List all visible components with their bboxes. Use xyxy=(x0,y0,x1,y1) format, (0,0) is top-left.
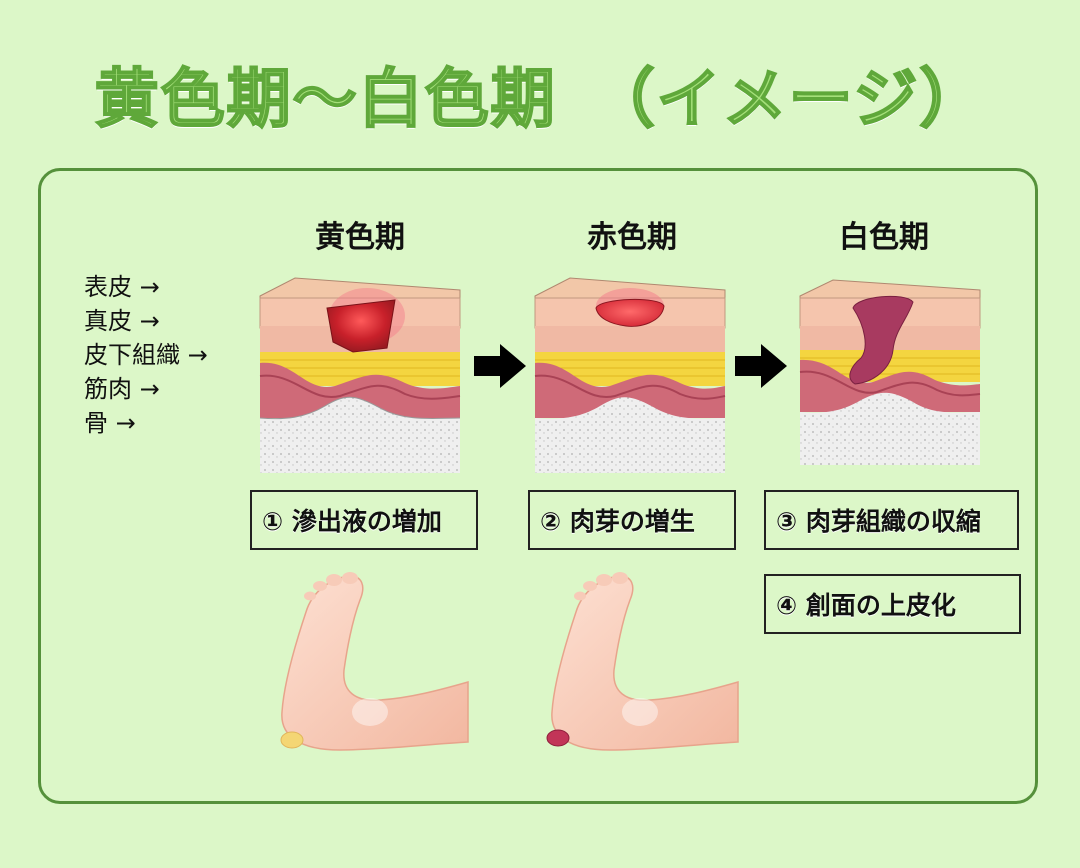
layer-labels: 表皮 → 真皮 → 皮下組織 → 筋肉 → 骨 → xyxy=(84,270,208,440)
stage-title-white: 白色期 xyxy=(839,220,929,255)
right-arrow-icon xyxy=(474,344,526,388)
layer-label-epidermis: 表皮 → xyxy=(84,273,160,301)
layer-label-muscle: 筋肉 → xyxy=(84,375,160,403)
step-box-exudate-increase: ① 滲出液の増加 xyxy=(250,490,478,550)
layer-label-subcutaneous: 皮下組織 → xyxy=(84,341,208,369)
skin-cross-section-yellow xyxy=(259,277,461,473)
stage-title-yellow: 黄色期 xyxy=(315,220,405,255)
foot-illustration-yellow xyxy=(280,572,469,751)
foot-illustration-red xyxy=(546,572,739,751)
skin-cross-section-red xyxy=(534,277,726,473)
stage-title-red: 赤色期 xyxy=(587,220,677,255)
step-box-granulation-contraction: ③ 肉芽組織の収縮 xyxy=(764,490,1019,550)
skin-cross-section-white xyxy=(799,279,981,465)
layer-label-bone: 骨 → xyxy=(84,409,136,437)
right-arrow-icon xyxy=(735,344,787,388)
page-title: 黄色期〜白色期 （イメージ） xyxy=(94,62,986,138)
step-box-epithelialization: ④ 創面の上皮化 xyxy=(764,574,1021,634)
layer-label-dermis: 真皮 → xyxy=(84,307,160,335)
step-box-granulation-growth: ② 肉芽の増生 xyxy=(528,490,736,550)
diagram-panel xyxy=(38,168,1038,804)
